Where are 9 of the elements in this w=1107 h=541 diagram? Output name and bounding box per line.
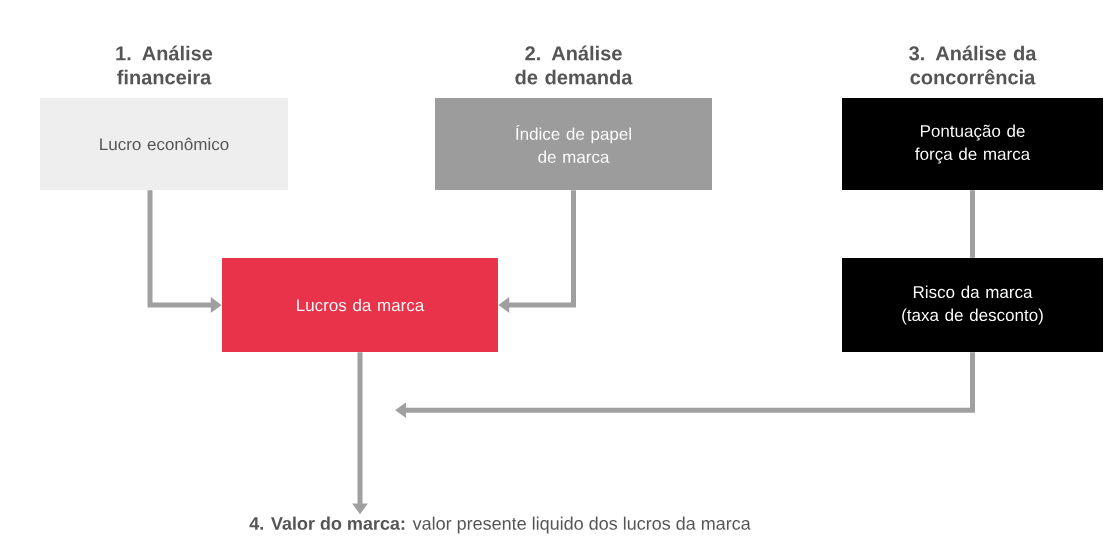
- heading: 3. Análise da concorrência: [909, 45, 1037, 85]
- result-text: 4. Valor do marca: valor presente liquido dos lucros da marca: [249, 516, 751, 534]
- process-box: Lucro econômico: [40, 98, 288, 190]
- process-box: Risco da marca (taxa de desconto): [842, 258, 1103, 352]
- heading: 1. Análise financeira: [116, 45, 213, 85]
- process-box: Lucros da marca: [222, 258, 498, 352]
- process-box: Índice de papel de marca: [435, 98, 712, 190]
- process-box: Pontuação de força de marca: [842, 98, 1103, 190]
- heading: 2. Análise de demanda: [515, 45, 633, 85]
